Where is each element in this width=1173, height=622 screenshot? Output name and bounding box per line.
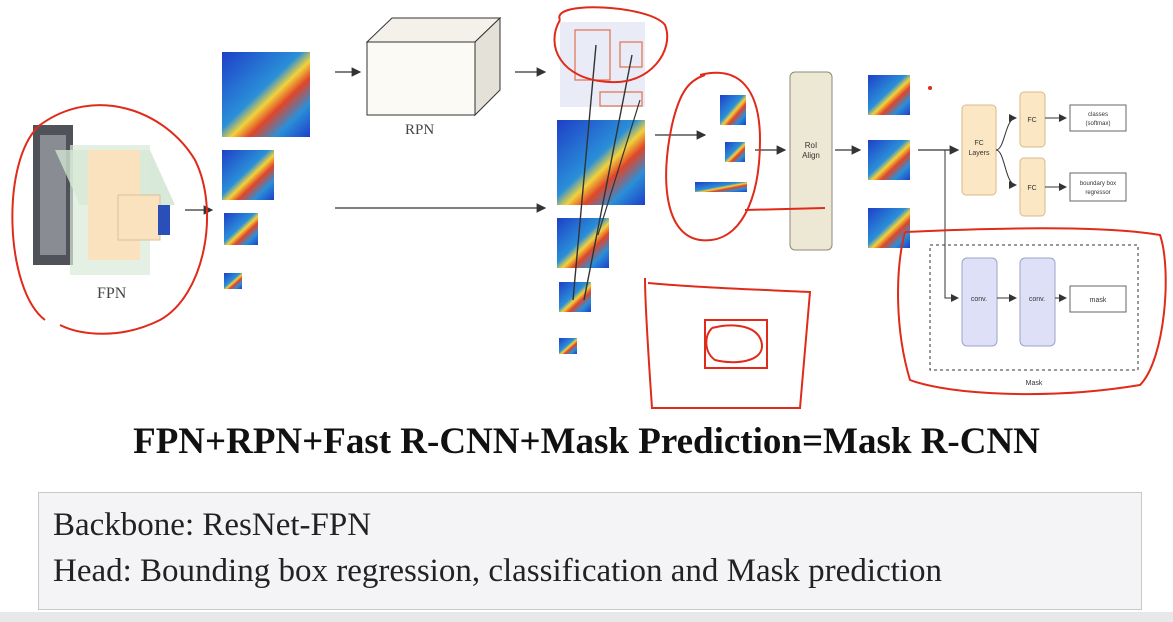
summary-box: Backbone: ResNet-FPN Head: Bounding box … (38, 492, 1142, 610)
mask-output-label: mask (1090, 297, 1107, 304)
mask-branch-label: Mask (1026, 380, 1043, 387)
classes-label-2: (softmax) (1085, 121, 1110, 127)
roi-align-block: RoI Align (789, 71, 862, 251)
fc-bottom-label: FC (1027, 185, 1036, 192)
roi-crops (655, 95, 787, 192)
handwritten-annotations (11, 6, 1167, 409)
roi-align-label-2: Align (802, 151, 820, 160)
rpn-block: RPN (365, 16, 502, 138)
fc-top-label: FC (1027, 117, 1036, 124)
mask-rcnn-diagram: FPN RPN (11, 6, 1167, 409)
fpn-backbone: FPN (33, 125, 175, 302)
mask-head: conv. conv. mask Mask (929, 150, 1139, 387)
backbone-line: Backbone: ResNet-FPN (53, 507, 372, 543)
proposal-image (560, 22, 645, 107)
roi-align-label-1: RoI (805, 141, 817, 150)
head-line: Head: Bounding box regression, classific… (53, 553, 942, 589)
fc-layers-label-1: FC (974, 140, 983, 147)
fpn-label: FPN (97, 285, 127, 302)
conv2-label: conv. (1029, 296, 1045, 303)
fc-layers-label-2: Layers (968, 150, 990, 157)
fc-head: FC Layers FC FC classes (softmax) bounda… (918, 91, 1127, 217)
fpn-feature-maps (222, 52, 310, 289)
bbox-label-2: regressor (1085, 190, 1110, 196)
formula-title: FPN+RPN+Fast R-CNN+Mask Prediction=Mask … (133, 421, 1040, 462)
bbox-label-1: boundary box (1080, 181, 1116, 187)
proposal-feature-maps (557, 44, 645, 354)
rpn-label: RPN (405, 122, 434, 138)
conv1-label: conv. (971, 296, 987, 303)
aligned-feature-maps (868, 75, 910, 248)
classes-label-1: classes (1088, 112, 1108, 118)
bottom-band (0, 612, 1173, 622)
